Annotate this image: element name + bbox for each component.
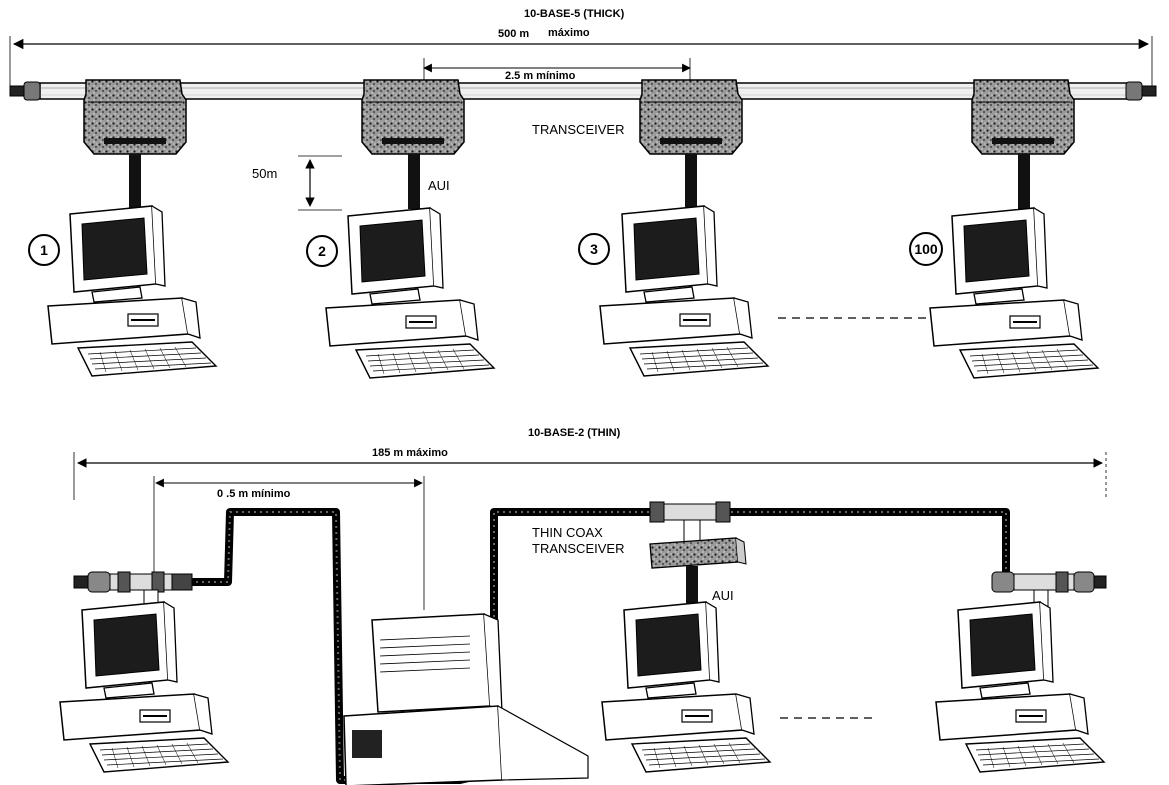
thin-section: 10-BASE-2 (THIN) 185 m máximo 0 .5 m mín… — [59, 427, 1107, 785]
thick-transceiver-icon — [83, 79, 187, 209]
thick-computer-icon — [599, 205, 769, 377]
left-t-connector-icon — [73, 571, 193, 611]
thick-max-distance: 500 m — [498, 28, 529, 40]
thick-section: 10-BASE-5 (THICK) 500 m máximo 2.5 m mín… — [9, 8, 1157, 379]
thin-title: 10-BASE-2 (THIN) — [528, 427, 621, 439]
drop-length-label: 50m — [252, 166, 277, 181]
station-number-badge: 100 — [909, 232, 943, 266]
left-terminator-icon — [9, 81, 41, 101]
right-terminator-icon — [1125, 81, 1157, 101]
thick-computer-icon — [325, 207, 495, 379]
thick-max-word: máximo — [548, 27, 590, 39]
thick-title: 10-BASE-5 (THICK) — [524, 8, 625, 20]
thin-max-distance: 185 m máximo — [372, 447, 448, 459]
thick-aui-label: AUI — [428, 178, 450, 193]
thin-transceiver-line2: TRANSCEIVER — [532, 541, 624, 556]
thin-computer-icon — [935, 601, 1105, 773]
station-number-badge: 2 — [306, 235, 338, 267]
thick-computer-icon — [47, 205, 217, 377]
thin-server-icon — [343, 613, 589, 785]
thin-min-spacing: 0 .5 m mínimo — [217, 488, 291, 500]
thin-transceiver-line1: THIN COAX — [532, 525, 603, 540]
thick-min-spacing: 2.5 m mínimo — [505, 70, 576, 82]
thin-computer-icon — [601, 601, 771, 773]
thick-transceiver-icon — [361, 79, 465, 209]
svg-text:1: 1 — [40, 242, 48, 258]
station-number-badge: 1 — [28, 234, 60, 266]
thick-transceiver-icon — [971, 79, 1075, 209]
thin-coax-transceiver-icon — [649, 501, 747, 606]
svg-text:100: 100 — [914, 241, 938, 257]
thick-coax-cable — [39, 82, 1133, 100]
thick-computer-icon — [929, 207, 1099, 379]
thick-transceiver-icon — [639, 79, 743, 209]
svg-text:2: 2 — [318, 243, 326, 259]
thin-computer-icon — [59, 601, 229, 773]
transceiver-label: TRANSCEIVER — [532, 122, 624, 137]
station-number-badge: 3 — [578, 233, 610, 265]
thin-aui-label: AUI — [712, 588, 734, 603]
right-t-connector-icon — [991, 571, 1107, 611]
svg-text:3: 3 — [590, 241, 598, 257]
